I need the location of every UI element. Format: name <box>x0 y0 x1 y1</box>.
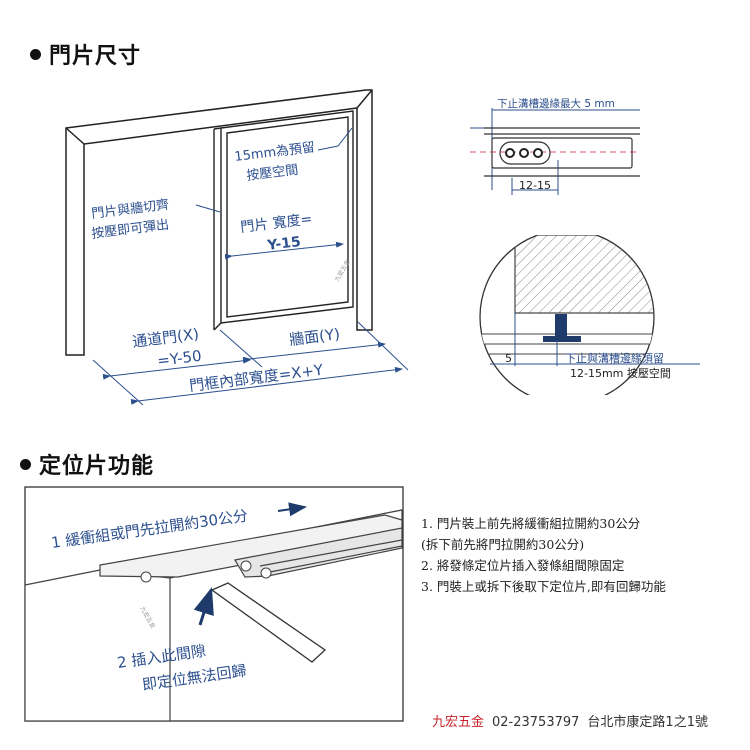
bullet-icon <box>20 458 31 470</box>
note-line: (拆下前先將門拉開約30公分) <box>421 537 585 552</box>
section-title-locator: 定位片功能 <box>20 448 154 480</box>
door-width-value: Y-15 <box>266 234 302 254</box>
track-pin-icon <box>505 148 543 158</box>
track-dim-label: 12-15 <box>519 179 551 192</box>
circle-note-line2: 12-15mm 按壓空間 <box>570 366 671 380</box>
circle-dimensions <box>490 313 700 366</box>
leader-lines <box>195 127 353 213</box>
track-top-note: 下止溝槽邊緣最大 5 mm <box>497 97 615 110</box>
insert-gap-arrow <box>193 587 214 626</box>
address: 台北市康定路1之1號 <box>587 715 708 730</box>
note-line: 1. 門片裝上前先將緩衝組拉開約30公分 <box>421 516 641 531</box>
bullet-icon <box>30 48 41 60</box>
bottom-dimensions <box>92 321 409 406</box>
note-line: 3. 門裝上或拆下後取下定位片,即有回歸功能 <box>421 579 666 594</box>
circle-dim-label: 5 <box>505 352 512 365</box>
section-title-door-size: 門片尺寸 <box>30 38 141 70</box>
note-line: 2. 將發條定位片插入發條組間隙固定 <box>421 558 625 573</box>
instruction-notes: 1. 門片裝上前先將緩衝組拉開約30公分 (拆下前先將門拉開約30公分) 2. … <box>421 513 666 597</box>
door-and-track <box>24 509 403 722</box>
locator-diagram: 1 緩衝組或門先拉開約30公分 2 插入此間隙 即定位無法回歸 九宏五金 <box>24 486 404 722</box>
door-size-diagram: 15mm為預留 按壓空間 門片與牆切齊 按壓即可彈出 門片 寬度= Y-15 通… <box>65 89 409 406</box>
passage-value: =Y-50 <box>156 347 202 370</box>
screw-icons <box>140 560 272 583</box>
door-frame <box>65 89 373 356</box>
brand-name: 九宏五金 <box>432 715 485 730</box>
phone-number: 02-23753797 <box>492 715 580 730</box>
track-profile <box>470 127 640 177</box>
track-leaders <box>470 108 640 195</box>
circle-note-line1: 下止與溝槽邊緣須留 <box>565 351 664 365</box>
stopper-icon <box>543 314 581 342</box>
reserve-note-line2: 按壓空間 <box>246 163 299 184</box>
flush-note-line2: 按壓即可彈出 <box>91 218 170 242</box>
circle-zoom-diagram: 5 下止與溝槽邊緣須留 12-15mm 按壓空間 <box>479 235 700 395</box>
door-width-dimension <box>224 241 344 260</box>
reserve-note-line1: 15mm為預留 <box>234 139 316 165</box>
watermark: 九宏五金 <box>333 258 352 283</box>
track-detail-diagram: 下止溝槽邊緣最大 5 mm 12-15 <box>470 97 640 195</box>
wall-label: 牆面(Y) <box>288 325 341 349</box>
pull-direction-arrow <box>277 502 307 517</box>
door-width-label: 門片 寬度= <box>239 210 313 236</box>
footer: 九宏五金 02-23753797 台北市康定路1之1號 <box>432 711 708 730</box>
locator-clip <box>210 582 327 663</box>
frame-width-label: 門框內部寬度=X+Y <box>188 361 325 395</box>
